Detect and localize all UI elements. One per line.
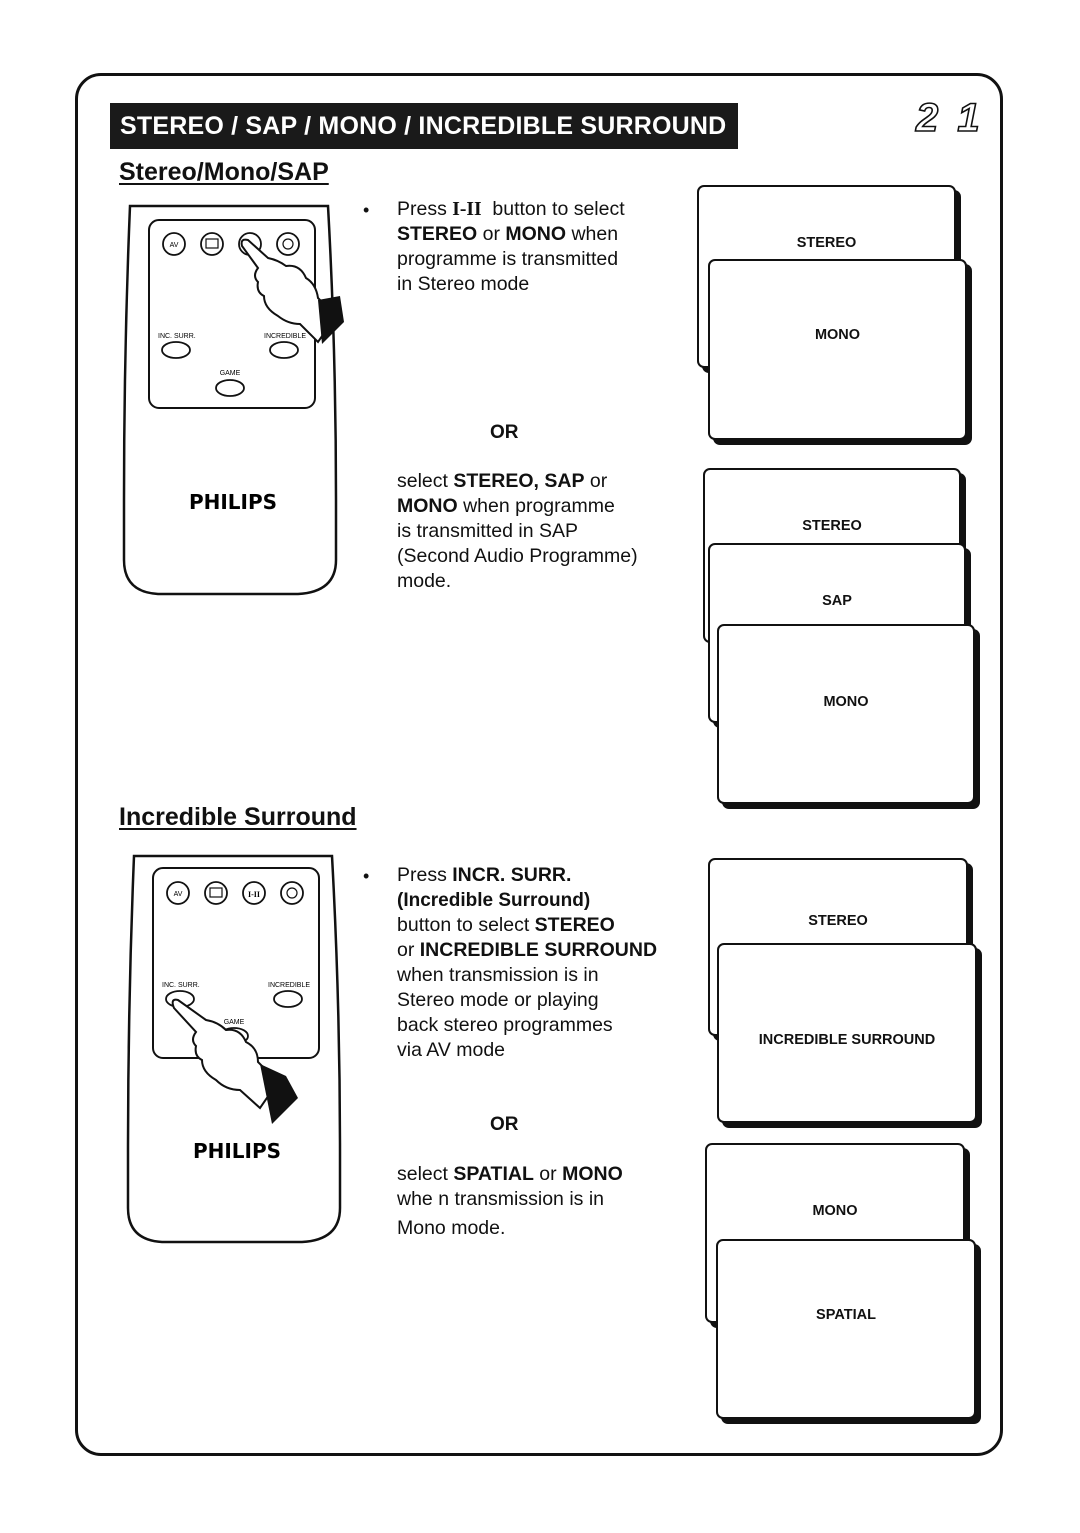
av-button-label: AV — [170, 242, 179, 249]
tv-screen-mono-2: MONO — [717, 624, 975, 804]
remote-illustration-2: AV I-II INC. SURR. INCREDIBLE GAME PHILI… — [126, 854, 342, 1244]
or-label-1: OR — [490, 422, 519, 443]
incredible-button — [273, 990, 303, 1008]
incredible-label: INCREDIBLE — [264, 333, 306, 340]
paragraph-stereo-mono: Press I-II button to select STEREO or MO… — [397, 198, 625, 295]
tv-screen-incredible-surround: INCREDIBLE SURROUND — [717, 943, 977, 1123]
game-button — [215, 379, 245, 397]
game-label: GAME — [224, 1019, 245, 1026]
i-ii-button-label: I-II — [248, 890, 260, 899]
remote-illustration-1: AV INC. SURR. INCREDIBLE GAME PHILIPS — [122, 204, 344, 596]
heading-stereo-mono-sap: Stereo/Mono/SAP — [119, 158, 329, 186]
philips-logo: PHILIPS — [193, 1139, 281, 1163]
inc-surr-button — [161, 341, 191, 359]
page-number: 2 1 — [915, 95, 984, 141]
incredible-button — [269, 341, 299, 359]
tv-screen-mono: MONO — [708, 259, 967, 440]
game-label: GAME — [220, 370, 241, 377]
timer-button — [280, 881, 304, 905]
or-label-2: OR — [490, 1114, 519, 1135]
section-banner: STEREO / SAP / MONO / INCREDIBLE SURROUN… — [110, 103, 738, 149]
bullet-2: • — [363, 866, 370, 886]
av-button-label: AV — [174, 891, 183, 898]
incredible-label: INCREDIBLE — [268, 982, 310, 989]
inc-surr-label: INC. SURR. — [162, 982, 200, 989]
banner-title: STEREO / SAP / MONO / INCREDIBLE SURROUN… — [120, 111, 727, 140]
hand-pointer-icon — [240, 238, 344, 344]
paragraph-stereo-sap-mono: select STEREO, SAP or MONO when programm… — [397, 470, 638, 592]
hand-pointer-icon — [171, 998, 298, 1124]
paragraph-spatial-mono: select SPATIAL or MONO whe n transmissio… — [397, 1163, 623, 1239]
heading-incredible-surround: Incredible Surround — [119, 803, 357, 831]
bullet-1: • — [363, 200, 370, 220]
av-button — [166, 881, 190, 905]
philips-logo: PHILIPS — [189, 490, 277, 514]
picture-button — [200, 232, 224, 256]
inc-surr-label: INC. SURR. — [158, 333, 196, 340]
tv-screen-spatial: SPATIAL — [716, 1239, 976, 1419]
picture-button — [204, 881, 228, 905]
i-ii-button — [242, 881, 266, 905]
timer-button — [276, 232, 300, 256]
av-button — [162, 232, 186, 256]
page-frame — [75, 73, 1003, 1456]
i-ii-button-symbol: I-II — [452, 199, 482, 220]
paragraph-incredible-surround: Press INCR. SURR. (Incredible Surround) … — [397, 864, 658, 1061]
